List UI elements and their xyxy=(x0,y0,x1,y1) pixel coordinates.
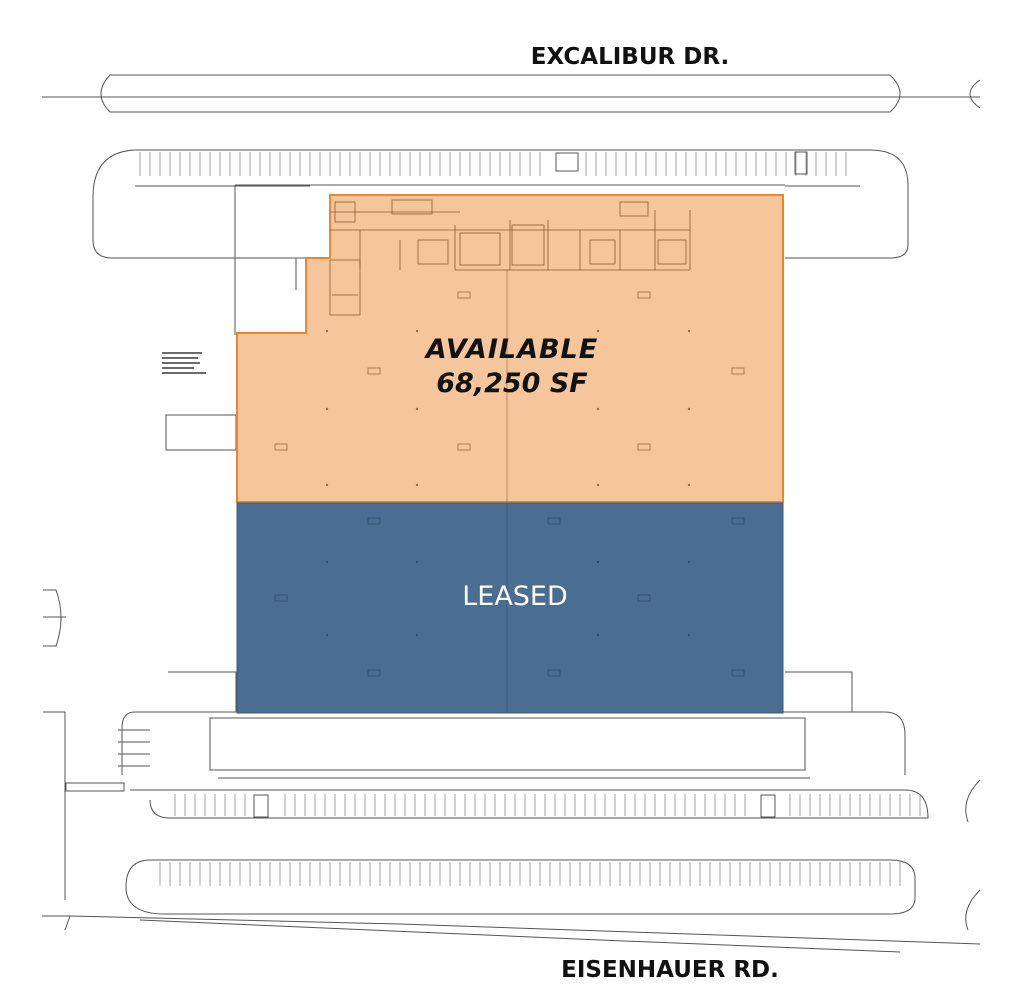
eisenhauer-rd-label: EISENHAUER RD. xyxy=(561,957,779,983)
structural-column xyxy=(596,633,600,637)
leased-suite xyxy=(236,502,784,714)
structural-column xyxy=(415,407,419,411)
structural-column xyxy=(596,483,600,487)
available-column-grid xyxy=(325,329,691,487)
structural-column xyxy=(415,633,419,637)
eisenhauer-road-edge xyxy=(42,915,981,953)
north-transformer-pad xyxy=(794,151,808,175)
available-skylight xyxy=(457,291,471,299)
structural-column xyxy=(325,560,329,564)
north-parking-stalls xyxy=(139,152,847,176)
structural-column xyxy=(687,560,691,564)
structural-column xyxy=(415,560,419,564)
structural-column xyxy=(596,329,600,333)
accessible-stall-west xyxy=(253,794,269,818)
available-status-label: AVAILABLE xyxy=(425,334,599,365)
south-parking-lot xyxy=(125,779,981,931)
structural-column xyxy=(325,329,329,333)
available-suite-area xyxy=(236,194,784,503)
structural-column xyxy=(415,483,419,487)
structural-column xyxy=(687,633,691,637)
structural-column xyxy=(596,560,600,564)
accessible-stall-east xyxy=(760,794,776,818)
south-truck-court xyxy=(65,711,906,792)
north-trash-enclosure xyxy=(555,152,579,172)
structural-column xyxy=(687,483,691,487)
excalibur-dr-label: EXCALIBUR DR. xyxy=(530,44,730,70)
excalibur-median xyxy=(42,74,981,113)
leased-suite-area xyxy=(236,502,784,714)
structural-column xyxy=(415,329,419,333)
available-suite xyxy=(236,194,784,503)
south-parking-stalls-row-1 xyxy=(174,794,921,816)
office-buildout xyxy=(329,199,691,316)
structural-column xyxy=(596,407,600,411)
west-notes-block xyxy=(162,352,206,374)
leased-column-grid xyxy=(325,560,691,637)
structural-column xyxy=(325,483,329,487)
structural-column xyxy=(687,407,691,411)
leased-status-label: LEASED xyxy=(462,581,568,612)
structural-column xyxy=(325,407,329,411)
north-parking-lot xyxy=(92,149,909,259)
structural-column xyxy=(325,633,329,637)
south-parking-stalls-row-2 xyxy=(159,862,901,886)
available-area-label: 68,250 SF xyxy=(436,368,588,399)
west-wing-partial xyxy=(43,589,66,900)
structural-column xyxy=(687,329,691,333)
